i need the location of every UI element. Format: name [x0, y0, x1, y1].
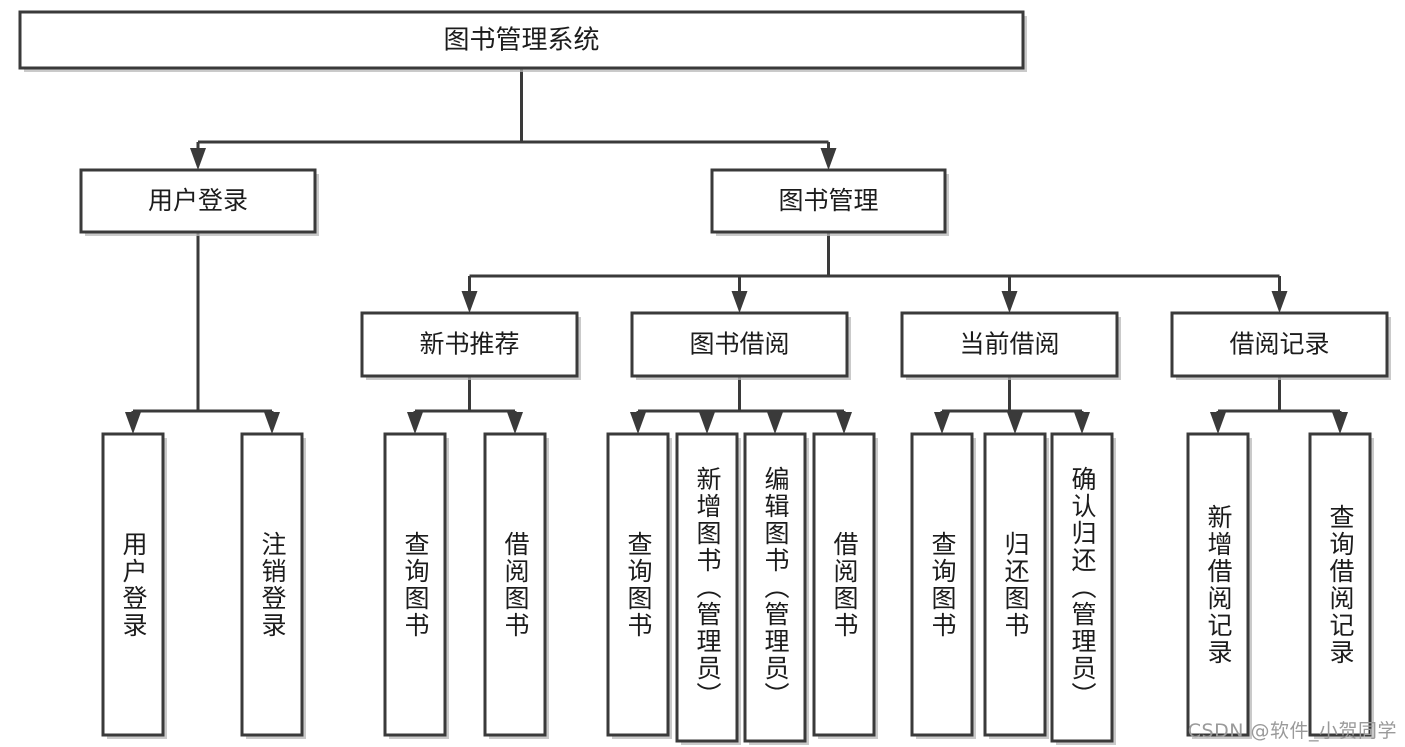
node-leaf-add-borrow-record[interactable]	[1186, 432, 1252, 739]
node-box[interactable]	[710, 168, 947, 234]
node-system[interactable]: 图书管理系统	[18, 10, 1027, 72]
node-label: 图书管理	[778, 186, 878, 215]
node-current-borrow[interactable]: 当前借阅	[900, 311, 1121, 380]
node-box[interactable]	[1170, 311, 1389, 378]
node-box[interactable]	[383, 432, 447, 737]
node-box[interactable]	[483, 432, 547, 737]
node-leaf-return-book[interactable]	[983, 432, 1049, 739]
node-label: 用户登录	[148, 186, 248, 215]
node-box[interactable]	[101, 432, 165, 737]
arrow-head-icon	[699, 412, 715, 434]
edge-group-current-borrow	[934, 376, 1090, 434]
arrow-head-icon	[1007, 412, 1023, 434]
arrow-head-icon	[731, 291, 748, 313]
arrow-head-icon	[264, 412, 280, 434]
node-box[interactable]	[18, 10, 1025, 70]
arrow-head-icon	[767, 412, 783, 434]
connector-layer	[125, 68, 1348, 434]
node-box[interactable]	[360, 311, 579, 378]
node-leaf-query-book-borrow[interactable]	[606, 432, 672, 739]
node-box[interactable]	[900, 311, 1119, 378]
arrow-head-icon	[630, 412, 646, 434]
node-label: 新书推荐	[419, 330, 519, 359]
node-box[interactable]	[1050, 432, 1114, 743]
arrow-head-icon	[461, 291, 478, 313]
node-leaf-borrow-book-rec[interactable]	[483, 432, 549, 739]
node-box[interactable]	[240, 432, 304, 737]
node-box[interactable]	[630, 311, 849, 378]
node-leaf-edit-book-admin[interactable]	[743, 432, 809, 745]
node-label: 借阅记录	[1229, 330, 1329, 359]
node-box[interactable]	[606, 432, 670, 737]
node-box[interactable]	[910, 432, 974, 737]
edge-group-new-book-recommend	[407, 376, 523, 434]
arrow-head-icon	[1001, 291, 1018, 313]
arrow-head-icon	[1074, 412, 1090, 434]
node-label: 当前借阅	[959, 330, 1059, 359]
node-box[interactable]	[812, 432, 876, 737]
node-borrow-record[interactable]: 借阅记录	[1170, 311, 1391, 380]
edge-group-system	[190, 68, 837, 170]
edge-group-book-borrow	[630, 376, 852, 434]
edge-group-user-login	[125, 232, 280, 434]
node-book-borrow[interactable]: 图书借阅	[630, 311, 851, 380]
node-label: 图书借阅	[689, 330, 789, 359]
node-label: 图书管理系统	[443, 26, 599, 56]
edge-group-book-manage	[461, 232, 1288, 313]
arrow-head-icon	[190, 148, 206, 170]
node-book-manage[interactable]: 图书管理	[710, 168, 949, 236]
node-box[interactable]	[1308, 432, 1372, 737]
arrow-head-icon	[407, 412, 423, 434]
csdn-watermark: CSDN @软件_小贺同学	[1187, 720, 1397, 742]
arrow-head-icon	[1210, 412, 1226, 434]
node-box[interactable]	[1186, 432, 1250, 737]
node-leaf-user-login[interactable]	[101, 432, 167, 739]
arrow-head-icon	[125, 412, 141, 434]
node-leaf-query-borrow-record[interactable]	[1308, 432, 1374, 739]
node-leaf-query-book-current[interactable]	[910, 432, 976, 739]
arrow-head-icon	[1332, 412, 1348, 434]
node-leaf-query-book-rec[interactable]	[383, 432, 449, 739]
node-box[interactable]	[675, 432, 739, 743]
node-leaf-add-book-admin[interactable]	[675, 432, 741, 745]
node-new-book-recommend[interactable]: 新书推荐	[360, 311, 581, 380]
node-leaf-confirm-return-admin[interactable]	[1050, 432, 1116, 745]
arrow-head-icon	[507, 412, 523, 434]
node-box[interactable]	[79, 168, 317, 234]
node-leaf-borrow-book-borrow[interactable]	[812, 432, 878, 739]
arrow-head-icon	[820, 148, 837, 170]
arrow-head-icon	[934, 412, 950, 434]
edge-group-borrow-record	[1210, 376, 1348, 434]
arrow-head-icon	[836, 412, 852, 434]
arrow-head-icon	[1271, 291, 1288, 313]
node-user-login[interactable]: 用户登录	[79, 168, 319, 236]
node-box[interactable]	[983, 432, 1047, 737]
node-leaf-user-logout[interactable]	[240, 432, 306, 739]
node-box[interactable]	[743, 432, 807, 743]
